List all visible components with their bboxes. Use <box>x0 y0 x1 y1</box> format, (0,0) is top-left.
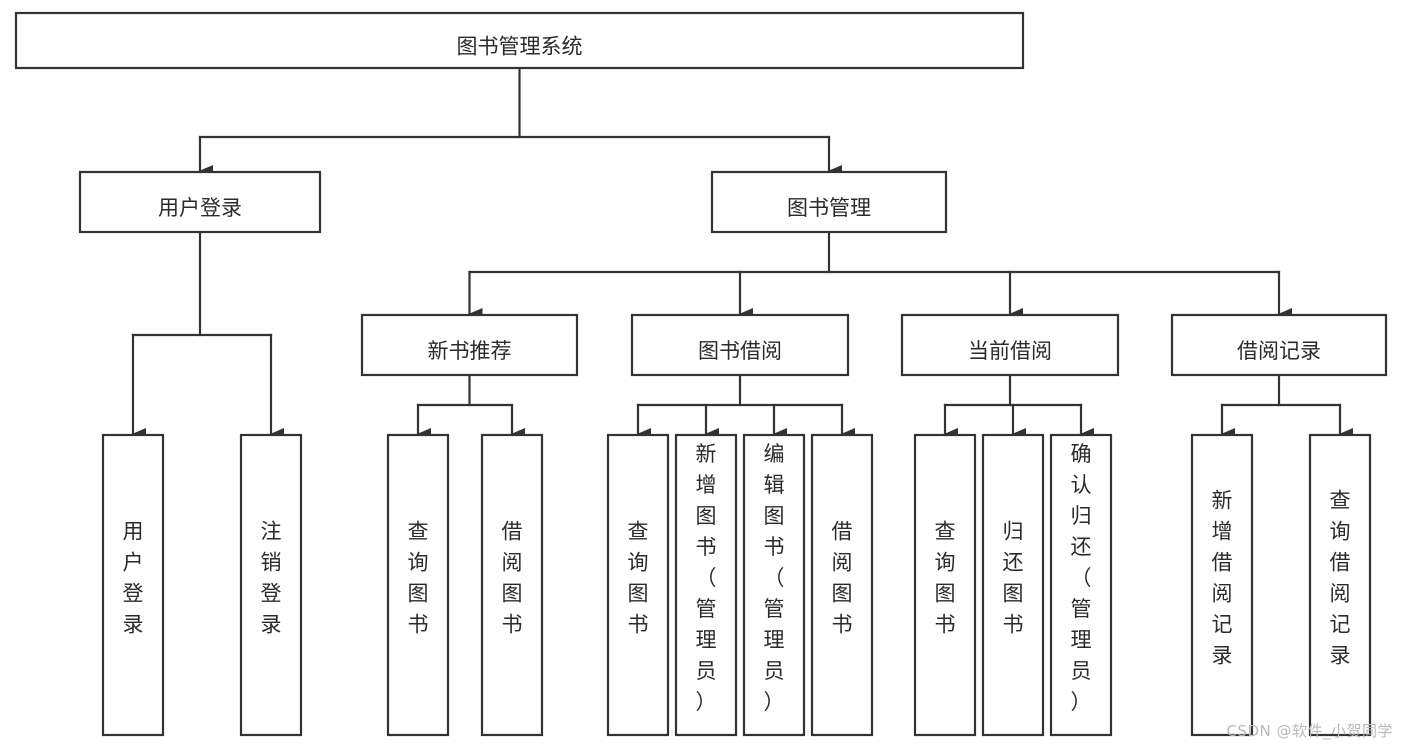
node-leaf-add-borrow-record-label: 新增借阅记录 <box>1212 489 1233 668</box>
node-leaf-user-login[interactable]: 用户登录 <box>101 433 165 737</box>
node-current-borrow-label: 当前借阅 <box>968 339 1052 363</box>
node-leaf-user-login-rect[interactable] <box>101 433 165 737</box>
node-leaf-query-book-recommend-label: 查询图书 <box>408 520 429 637</box>
node-borrow-records-rect[interactable] <box>1170 313 1388 377</box>
node-leaf-return-book-label: 归还图书 <box>1003 520 1024 637</box>
node-leaf-query-borrow-record-label: 查询借阅记录 <box>1330 489 1351 668</box>
node-leaf-borrow-book-label: 借阅图书 <box>832 520 853 637</box>
node-current-borrow-rect[interactable] <box>900 313 1120 377</box>
node-leaf-query-borrow-record[interactable]: 查询借阅记录 <box>1308 433 1372 737</box>
node-leaf-query-book-current-rect[interactable] <box>913 433 977 737</box>
node-leaf-borrow-book[interactable]: 借阅图书 <box>810 433 874 737</box>
node-leaf-query-book-borrow-label: 查询图书 <box>628 520 649 637</box>
node-new-book-recommend-rect[interactable] <box>360 313 579 377</box>
node-borrow-records[interactable]: 借阅记录 <box>1170 313 1388 377</box>
node-root-root-label: 图书管理系统 <box>457 35 583 59</box>
node-current-borrow[interactable]: 当前借阅 <box>900 313 1120 377</box>
node-root-root[interactable]: 图书管理系统 <box>14 11 1025 70</box>
node-leaf-borrow-book-recommend-rect[interactable] <box>480 433 544 737</box>
node-leaf-return-book-rect[interactable] <box>981 433 1045 737</box>
node-book-borrow-rect[interactable] <box>630 313 850 377</box>
node-leaf-borrow-book-recommend-label: 借阅图书 <box>502 520 523 637</box>
node-leaf-return-book[interactable]: 归还图书 <box>981 433 1045 737</box>
node-user-login-rect[interactable] <box>78 170 322 234</box>
node-leaf-confirm-return-admin-rect[interactable] <box>1049 433 1113 737</box>
node-book-borrow-label: 图书借阅 <box>698 339 782 363</box>
node-leaf-query-borrow-record-rect[interactable] <box>1308 433 1372 737</box>
node-user-login[interactable]: 用户登录 <box>78 170 322 234</box>
node-leaf-borrow-book-rect[interactable] <box>810 433 874 737</box>
node-leaf-edit-book-admin-label: 编辑图书（管理员） <box>764 442 785 714</box>
node-leaf-add-book-admin[interactable]: 新增图书（管理员） <box>674 433 738 737</box>
node-book-management[interactable]: 图书管理 <box>710 170 948 234</box>
node-book-management-label: 图书管理 <box>787 196 871 220</box>
node-leaf-add-book-admin-rect[interactable] <box>674 433 738 737</box>
node-leaf-logout[interactable]: 注销登录 <box>239 433 303 737</box>
node-root-root-rect[interactable] <box>14 11 1025 70</box>
node-borrow-records-label: 借阅记录 <box>1237 339 1321 363</box>
node-leaf-logout-rect[interactable] <box>239 433 303 737</box>
boxes-layer: 图书管理系统用户登录图书管理新书推荐图书借阅当前借阅借阅记录用户登录注销登录查询… <box>14 11 1388 737</box>
connectors-layer <box>131 66 1353 440</box>
node-book-management-rect[interactable] <box>710 170 948 234</box>
node-leaf-edit-book-admin-rect[interactable] <box>742 433 806 737</box>
node-leaf-edit-book-admin[interactable]: 编辑图书（管理员） <box>742 433 806 737</box>
node-user-login-label: 用户登录 <box>158 196 242 220</box>
node-leaf-add-borrow-record-rect[interactable] <box>1190 433 1254 737</box>
node-leaf-user-login-label: 用户登录 <box>123 520 144 637</box>
node-leaf-add-borrow-record[interactable]: 新增借阅记录 <box>1190 433 1254 737</box>
node-leaf-query-book-current[interactable]: 查询图书 <box>913 433 977 737</box>
csdn-watermark: CSDN @软件_小贺同学 <box>1226 722 1393 740</box>
node-leaf-borrow-book-recommend[interactable]: 借阅图书 <box>480 433 544 737</box>
node-leaf-confirm-return-admin-label: 确认归还（管理员） <box>1071 442 1092 714</box>
node-leaf-query-book-recommend-rect[interactable] <box>386 433 450 737</box>
node-leaf-add-book-admin-label: 新增图书（管理员） <box>696 442 717 714</box>
node-leaf-query-book-borrow-rect[interactable] <box>606 433 670 737</box>
node-leaf-query-book-borrow[interactable]: 查询图书 <box>606 433 670 737</box>
node-leaf-logout-label: 注销登录 <box>261 520 282 637</box>
node-leaf-query-book-recommend[interactable]: 查询图书 <box>386 433 450 737</box>
node-leaf-confirm-return-admin[interactable]: 确认归还（管理员） <box>1049 433 1113 737</box>
node-new-book-recommend[interactable]: 新书推荐 <box>360 313 579 377</box>
node-new-book-recommend-label: 新书推荐 <box>428 339 512 363</box>
node-leaf-query-book-current-label: 查询图书 <box>935 520 956 637</box>
node-book-borrow[interactable]: 图书借阅 <box>630 313 850 377</box>
